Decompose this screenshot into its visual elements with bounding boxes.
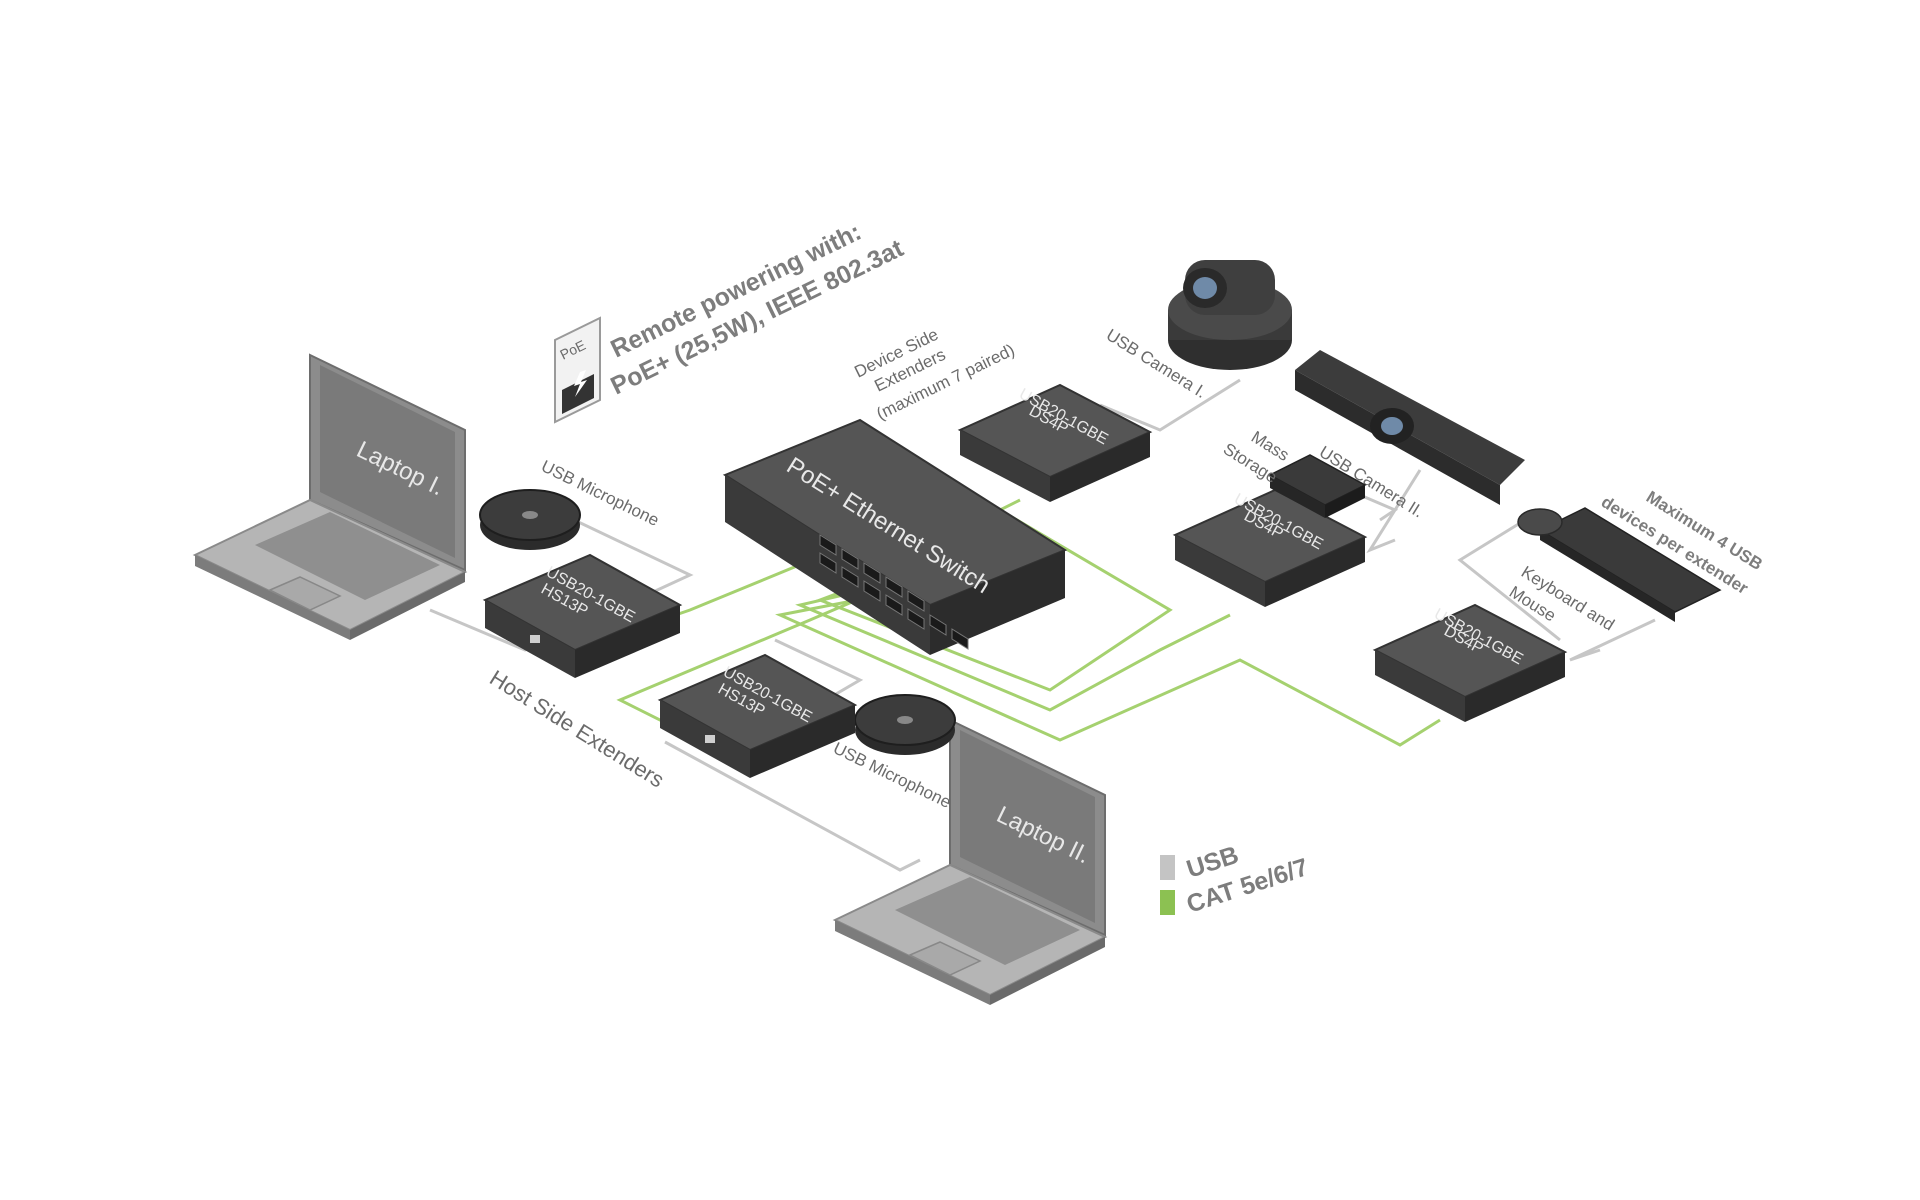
usb-port-icon: [530, 635, 540, 643]
poe-badge: PoE: [554, 316, 601, 424]
mouse: [1517, 508, 1563, 536]
device-extender-3: [1372, 603, 1568, 722]
legend-swatch-usb: [1160, 855, 1175, 880]
usb-camera-2: [1295, 350, 1525, 505]
device-extender-1: [957, 383, 1153, 502]
cat-cable-dev3: [775, 578, 1441, 747]
usb-microphone-1: [479, 489, 581, 550]
ethernet-port-icon: [562, 374, 594, 414]
legend-swatch-cat: [1160, 890, 1175, 915]
usb-cable-camera2-dev2: [1366, 469, 1422, 554]
usb-cable-camera1-dev1: [1099, 378, 1241, 432]
usb-cables: [429, 378, 1656, 872]
host-extender-1: [482, 553, 683, 678]
keyboard: [1538, 507, 1722, 622]
usb-camera-1: [1168, 260, 1292, 370]
lightning-icon: [574, 370, 587, 397]
usb-microphone-2: [854, 694, 956, 755]
host-side-label: Host Side Extenders: [485, 665, 668, 792]
legend: USB CAT 5e/6/7: [1160, 841, 1312, 919]
mass-storage: [1268, 454, 1367, 518]
usb-cable-mic1-host1: [569, 516, 694, 600]
host-extender-2: [657, 653, 858, 778]
cat-cable-host2: [616, 588, 881, 737]
laptop-2: [832, 718, 1108, 1005]
laptop-1: [192, 353, 468, 640]
cat-cable-dev1: [815, 498, 1173, 692]
usb-cable-mouse-dev3: [1569, 618, 1656, 662]
usb-cable-laptop2-host2: [664, 740, 921, 872]
poe-ethernet-switch: [722, 418, 1068, 655]
usb-cable-keyboard-dev3: [1457, 518, 1561, 642]
usb-port-icon: [705, 735, 715, 743]
switch-ports: [819, 534, 969, 650]
